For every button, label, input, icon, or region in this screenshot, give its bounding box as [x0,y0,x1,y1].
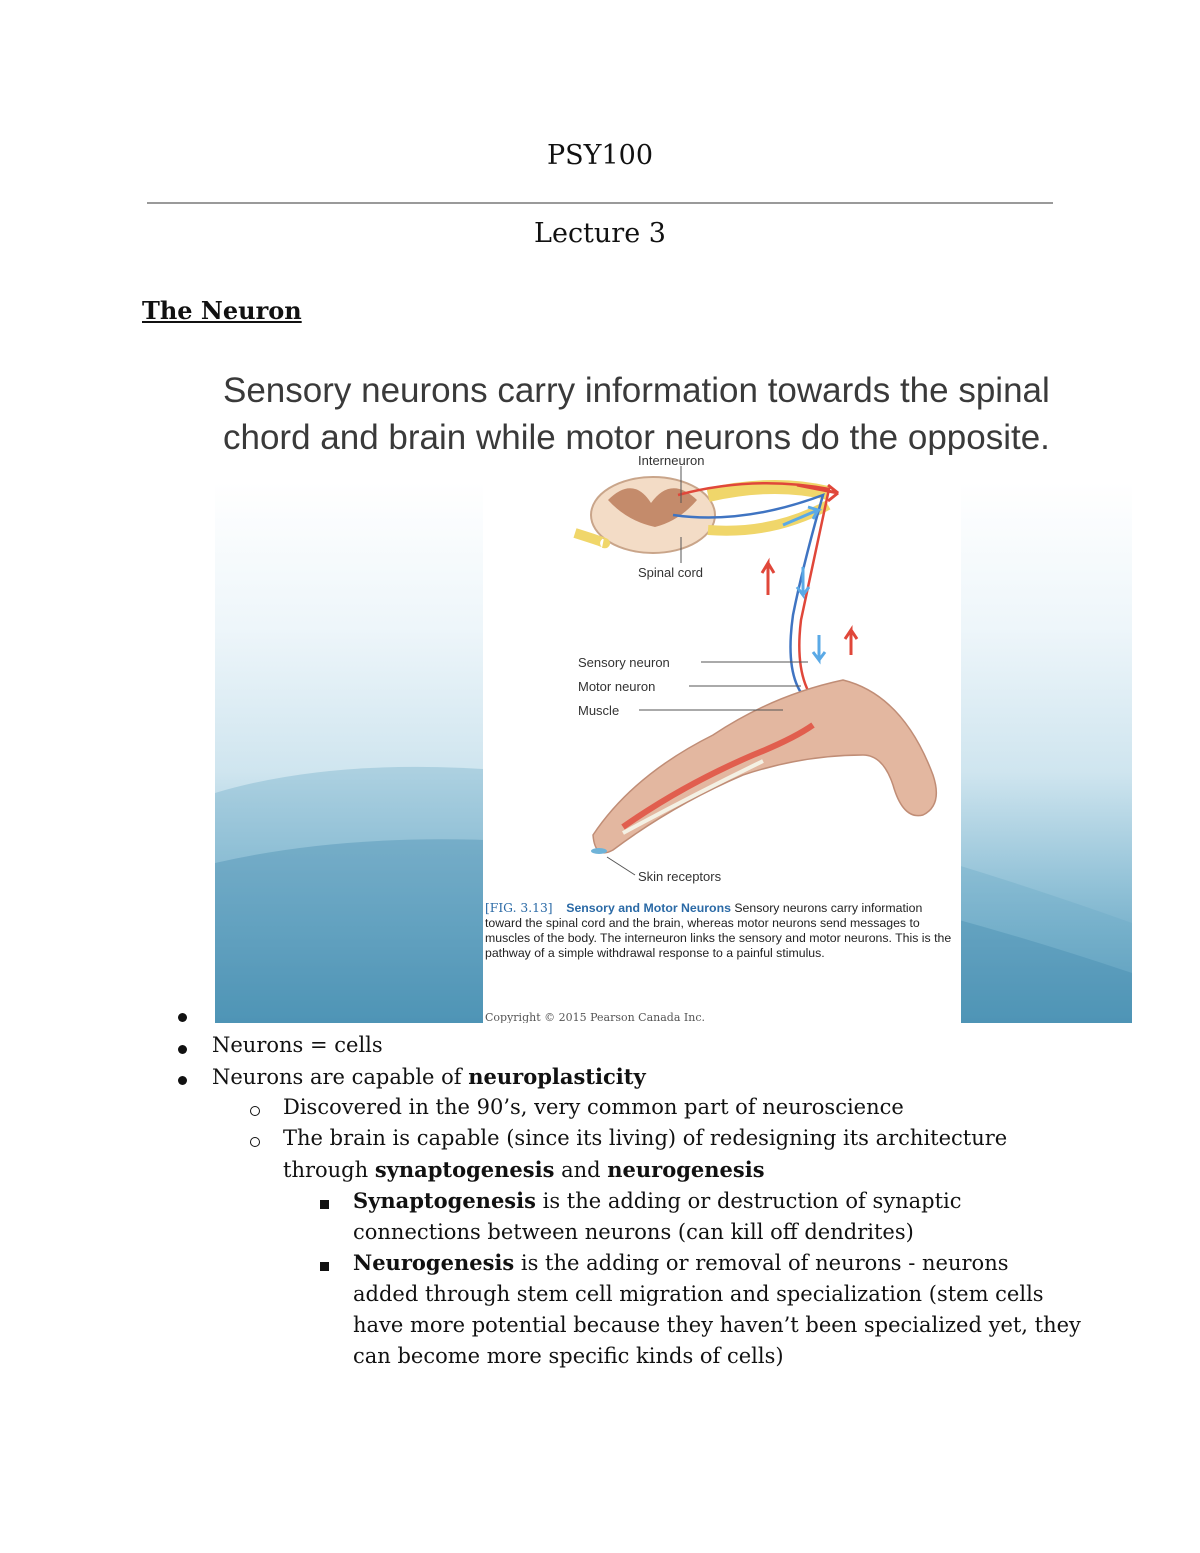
label-muscle: Muscle [578,703,620,718]
bullet-marker [178,1045,187,1054]
figure-caption: [FIG. 3.13] Sensory and Motor Neurons Se… [485,901,959,961]
list-item: The brain is capable (since its living) … [283,1126,1008,1182]
sub-sub-bullet-marker [320,1262,329,1271]
slide-image: Sensory neurons carry information toward… [215,363,1132,1023]
label-skin-receptors: Skin receptors [638,869,722,884]
section-heading: The Neuron [142,296,302,325]
header-divider [147,202,1053,204]
sub-sub-bullet-marker [320,1200,329,1209]
sub-bullet-marker [250,1106,260,1116]
sub-bullet-marker [250,1137,260,1147]
neuron-pathway-illustration [573,466,938,876]
course-code: PSY100 [546,140,654,171]
list-item: Synaptogenesis is the adding or destruct… [353,1188,962,1244]
caption-text: Sensory neurons carry information toward… [485,901,952,960]
list-item: Discovered in the 90’s, very common part… [283,1095,904,1119]
label-motor-neuron: Motor neuron [578,679,656,694]
lecture-title: Lecture 3 [534,218,666,249]
bullet-marker [178,1076,187,1085]
list-item: Neurogenesis is the adding or removal of… [353,1250,1081,1368]
list-item: Neurons = cells [212,1033,383,1057]
label-interneuron: Interneuron [638,453,705,468]
list-item: Neurons are capable of neuroplasticity [212,1064,646,1089]
figure-panel: Interneuron Spinal cord Sensory neuron M… [483,453,961,1023]
slide-title: Sensory neurons carry information toward… [223,371,1050,457]
label-sensory-neuron: Sensory neuron [578,655,670,670]
bullet-marker [178,1013,187,1022]
caption-title: Sensory and Motor Neurons [566,901,731,915]
label-spinal-cord: Spinal cord [638,565,704,580]
caption-number: [FIG. 3.13] [485,901,553,915]
figure-copyright: Copyright © 2015 Pearson Canada Inc. [485,1011,705,1023]
